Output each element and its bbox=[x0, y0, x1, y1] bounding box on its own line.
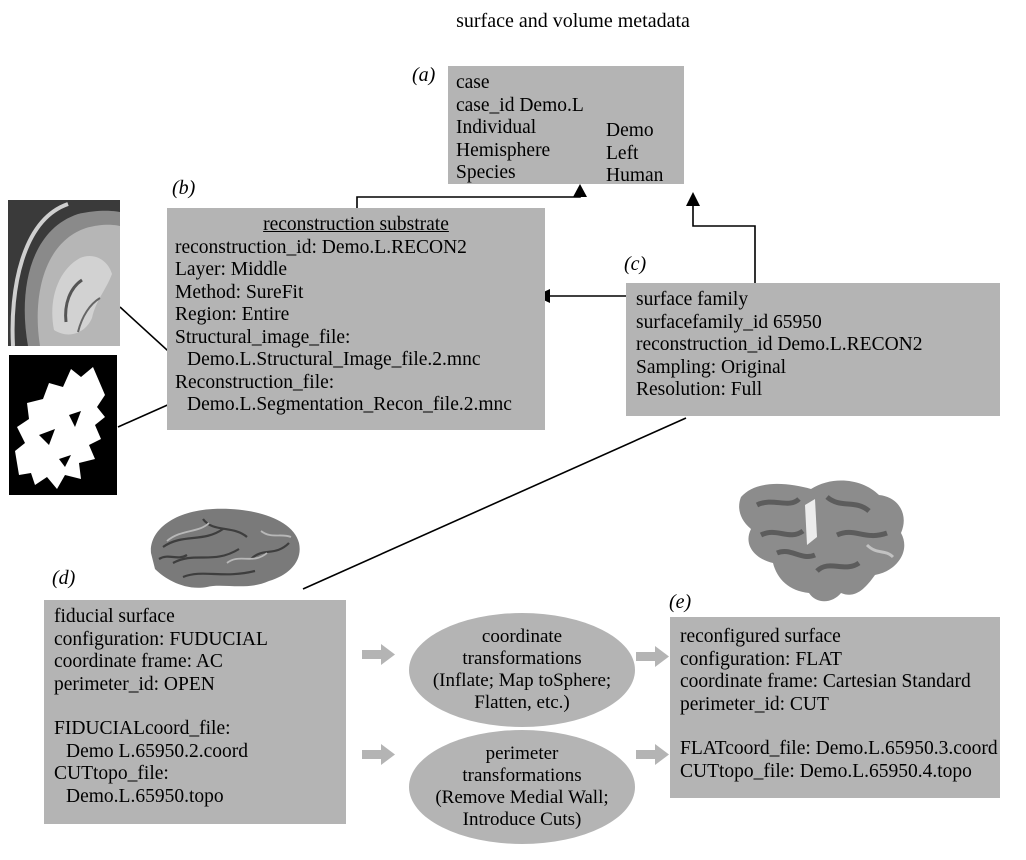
mri-slice-image bbox=[8, 200, 120, 346]
case-id: case_id Demo.L bbox=[456, 94, 584, 116]
oval-line: (Remove Medial Wall; bbox=[435, 787, 609, 808]
surface-family-line: surface family bbox=[636, 289, 749, 310]
fiducial-line: fiducial surface bbox=[54, 606, 175, 627]
reconstruction-line: Method: SureFit bbox=[175, 281, 304, 303]
reconstruction-line: Region: Entire bbox=[175, 304, 290, 325]
case-value: Demo bbox=[606, 120, 654, 141]
connector-c-to-a bbox=[692, 202, 756, 283]
surface-family-line: reconstruction_id Demo.L.RECON2 bbox=[636, 334, 923, 355]
fiducial-surface-box: fiducial surface configuration: FUDUCIAL… bbox=[44, 600, 346, 824]
panel-label-e: (e) bbox=[669, 591, 692, 613]
panel-label-d: (d) bbox=[52, 567, 76, 589]
reconfigured-file-line: CUTtopo_file: Demo.L.65950.4.topo bbox=[680, 760, 972, 782]
oval-line: coordinate bbox=[481, 626, 563, 647]
reconfigured-surface-box: reconfigured surface configuration: FLAT… bbox=[670, 617, 1000, 798]
case-key: Species bbox=[456, 162, 516, 183]
fiducial-file-line: FIDUCIALcoord_file: bbox=[54, 718, 231, 739]
fiducial-file-line: Demo L.65950.2.coord bbox=[66, 740, 248, 762]
reconfigured-line: coordinate frame: Cartesian Standard bbox=[680, 671, 971, 692]
panel-label-a: (a) bbox=[412, 64, 436, 86]
fiducial-file-line: CUTtopo_file: bbox=[54, 763, 169, 784]
grey-arrow-d-to-perim bbox=[362, 744, 395, 765]
grey-arrow-coord-to-e bbox=[636, 646, 669, 667]
surface-family-line: surfacefamily_id 65950 bbox=[636, 311, 822, 333]
reconstruction-box: reconstruction substrate reconstruction_… bbox=[167, 208, 545, 430]
arrowhead-c-to-case bbox=[686, 192, 700, 206]
case-header: case bbox=[456, 72, 490, 93]
surface-family-box: surface family surfacefamily_id 65950 re… bbox=[626, 283, 1000, 416]
reconstruction-line: Demo.L.Structural_Image_file.2.mnc bbox=[187, 349, 481, 370]
oval-line: (Inflate; Map toSphere; bbox=[432, 670, 612, 691]
case-key: Individual bbox=[456, 117, 537, 138]
case-value: Human bbox=[606, 165, 664, 186]
flat-map-image bbox=[739, 480, 905, 602]
grey-arrow-d-to-coord bbox=[362, 644, 395, 665]
case-box: case case_id Demo.L Individual Hemispher… bbox=[448, 66, 684, 186]
reconstruction-line: Reconstruction_file: bbox=[175, 371, 335, 393]
oval-line: transformations bbox=[462, 765, 582, 786]
perimeter-transformations-oval: perimeter transformations (Remove Medial… bbox=[409, 730, 635, 844]
fiducial-line: coordinate frame: AC bbox=[54, 651, 223, 672]
case-key: Hemisphere bbox=[456, 139, 551, 161]
reconstruction-line: reconstruction_id: Demo.L.RECON2 bbox=[175, 236, 467, 258]
surface-family-line: Resolution: Full bbox=[636, 379, 763, 400]
reconfigured-line: configuration: FLAT bbox=[680, 648, 842, 670]
reconstruction-line: Demo.L.Segmentation_Recon_file.2.mnc bbox=[187, 394, 512, 415]
reconstruction-header: reconstruction substrate bbox=[263, 214, 449, 235]
connector-c-to-d bbox=[302, 417, 687, 590]
connector-b-to-a bbox=[356, 188, 581, 208]
reconstruction-line: Structural_image_file: bbox=[175, 326, 351, 348]
page-title: surface and volume metadata bbox=[456, 10, 690, 32]
oval-line: Flatten, etc.) bbox=[474, 692, 570, 713]
arrowhead-to-case bbox=[573, 184, 587, 197]
reconfigured-line: perimeter_id: CUT bbox=[680, 693, 829, 715]
fiducial-line: perimeter_id: OPEN bbox=[54, 673, 215, 695]
fiducial-line: configuration: FUDUCIAL bbox=[54, 628, 268, 650]
fiducial-brain-image bbox=[150, 508, 300, 588]
panel-label-c: (c) bbox=[624, 253, 647, 275]
reconfigured-file-line: FLATcoord_file: Demo.L.65950.3.coord bbox=[680, 738, 998, 759]
panel-label-b: (b) bbox=[172, 177, 196, 199]
fiducial-file-line: Demo.L.65950.topo bbox=[66, 785, 224, 807]
surface-family-line: Sampling: Original bbox=[636, 356, 787, 378]
case-value: Left bbox=[606, 142, 639, 164]
grey-arrow-perim-to-e bbox=[636, 744, 669, 765]
reconfigured-line: reconfigured surface bbox=[680, 626, 841, 647]
reconstruction-line: Layer: Middle bbox=[175, 259, 288, 280]
oval-line: perimeter bbox=[485, 743, 559, 764]
oval-line: Introduce Cuts) bbox=[462, 809, 582, 830]
coordinate-transformations-oval: coordinate transformations (Inflate; Map… bbox=[409, 613, 635, 727]
segmentation-image bbox=[9, 355, 117, 495]
oval-line: transformations bbox=[462, 648, 582, 669]
